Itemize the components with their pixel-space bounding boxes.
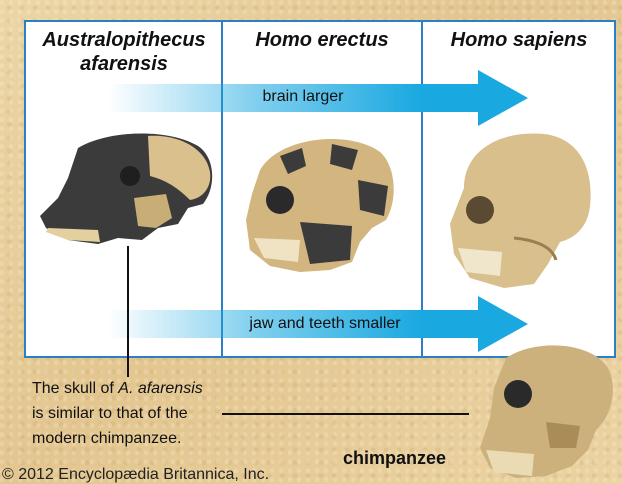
australopithecus-skull-image: [38, 128, 218, 246]
caption-pointer-vertical: [127, 246, 129, 377]
caption-line1-prefix: The skull of: [32, 380, 118, 397]
arrow-label-brain-larger: brain larger: [108, 88, 438, 106]
title-homo-sapiens: Homo sapiens: [423, 28, 615, 52]
arrow-label-jaw-smaller: jaw and teeth smaller: [130, 315, 460, 333]
caption-line1-species: A. afarensis: [118, 380, 202, 397]
copyright-notice: © 2012 Encyclopædia Britannica, Inc.: [2, 466, 269, 484]
chimpanzee-label: chimpanzee: [343, 448, 446, 469]
title-homo-erectus: Homo erectus: [223, 28, 421, 52]
caption-line-1: The skull of A. afarensis: [32, 376, 203, 401]
title-homo-sapiens-text: Homo sapiens: [423, 28, 615, 52]
caption-text: The skull of A. afarensis is similar to …: [32, 376, 203, 451]
homo-sapiens-skull-image: [444, 128, 594, 290]
caption-pointer-horizontal: [222, 413, 469, 415]
homo-erectus-skull-image: [240, 130, 398, 278]
title-homo-erectus-text: Homo erectus: [223, 28, 421, 52]
chimpanzee-skull-image: [476, 338, 616, 480]
title-australopithecus-line1: Australopithecus: [26, 28, 222, 52]
title-australopithecus: Australopithecus afarensis: [26, 28, 222, 76]
caption-line-2: is similar to that of the: [32, 401, 203, 426]
caption-line-3: modern chimpanzee.: [32, 426, 203, 451]
